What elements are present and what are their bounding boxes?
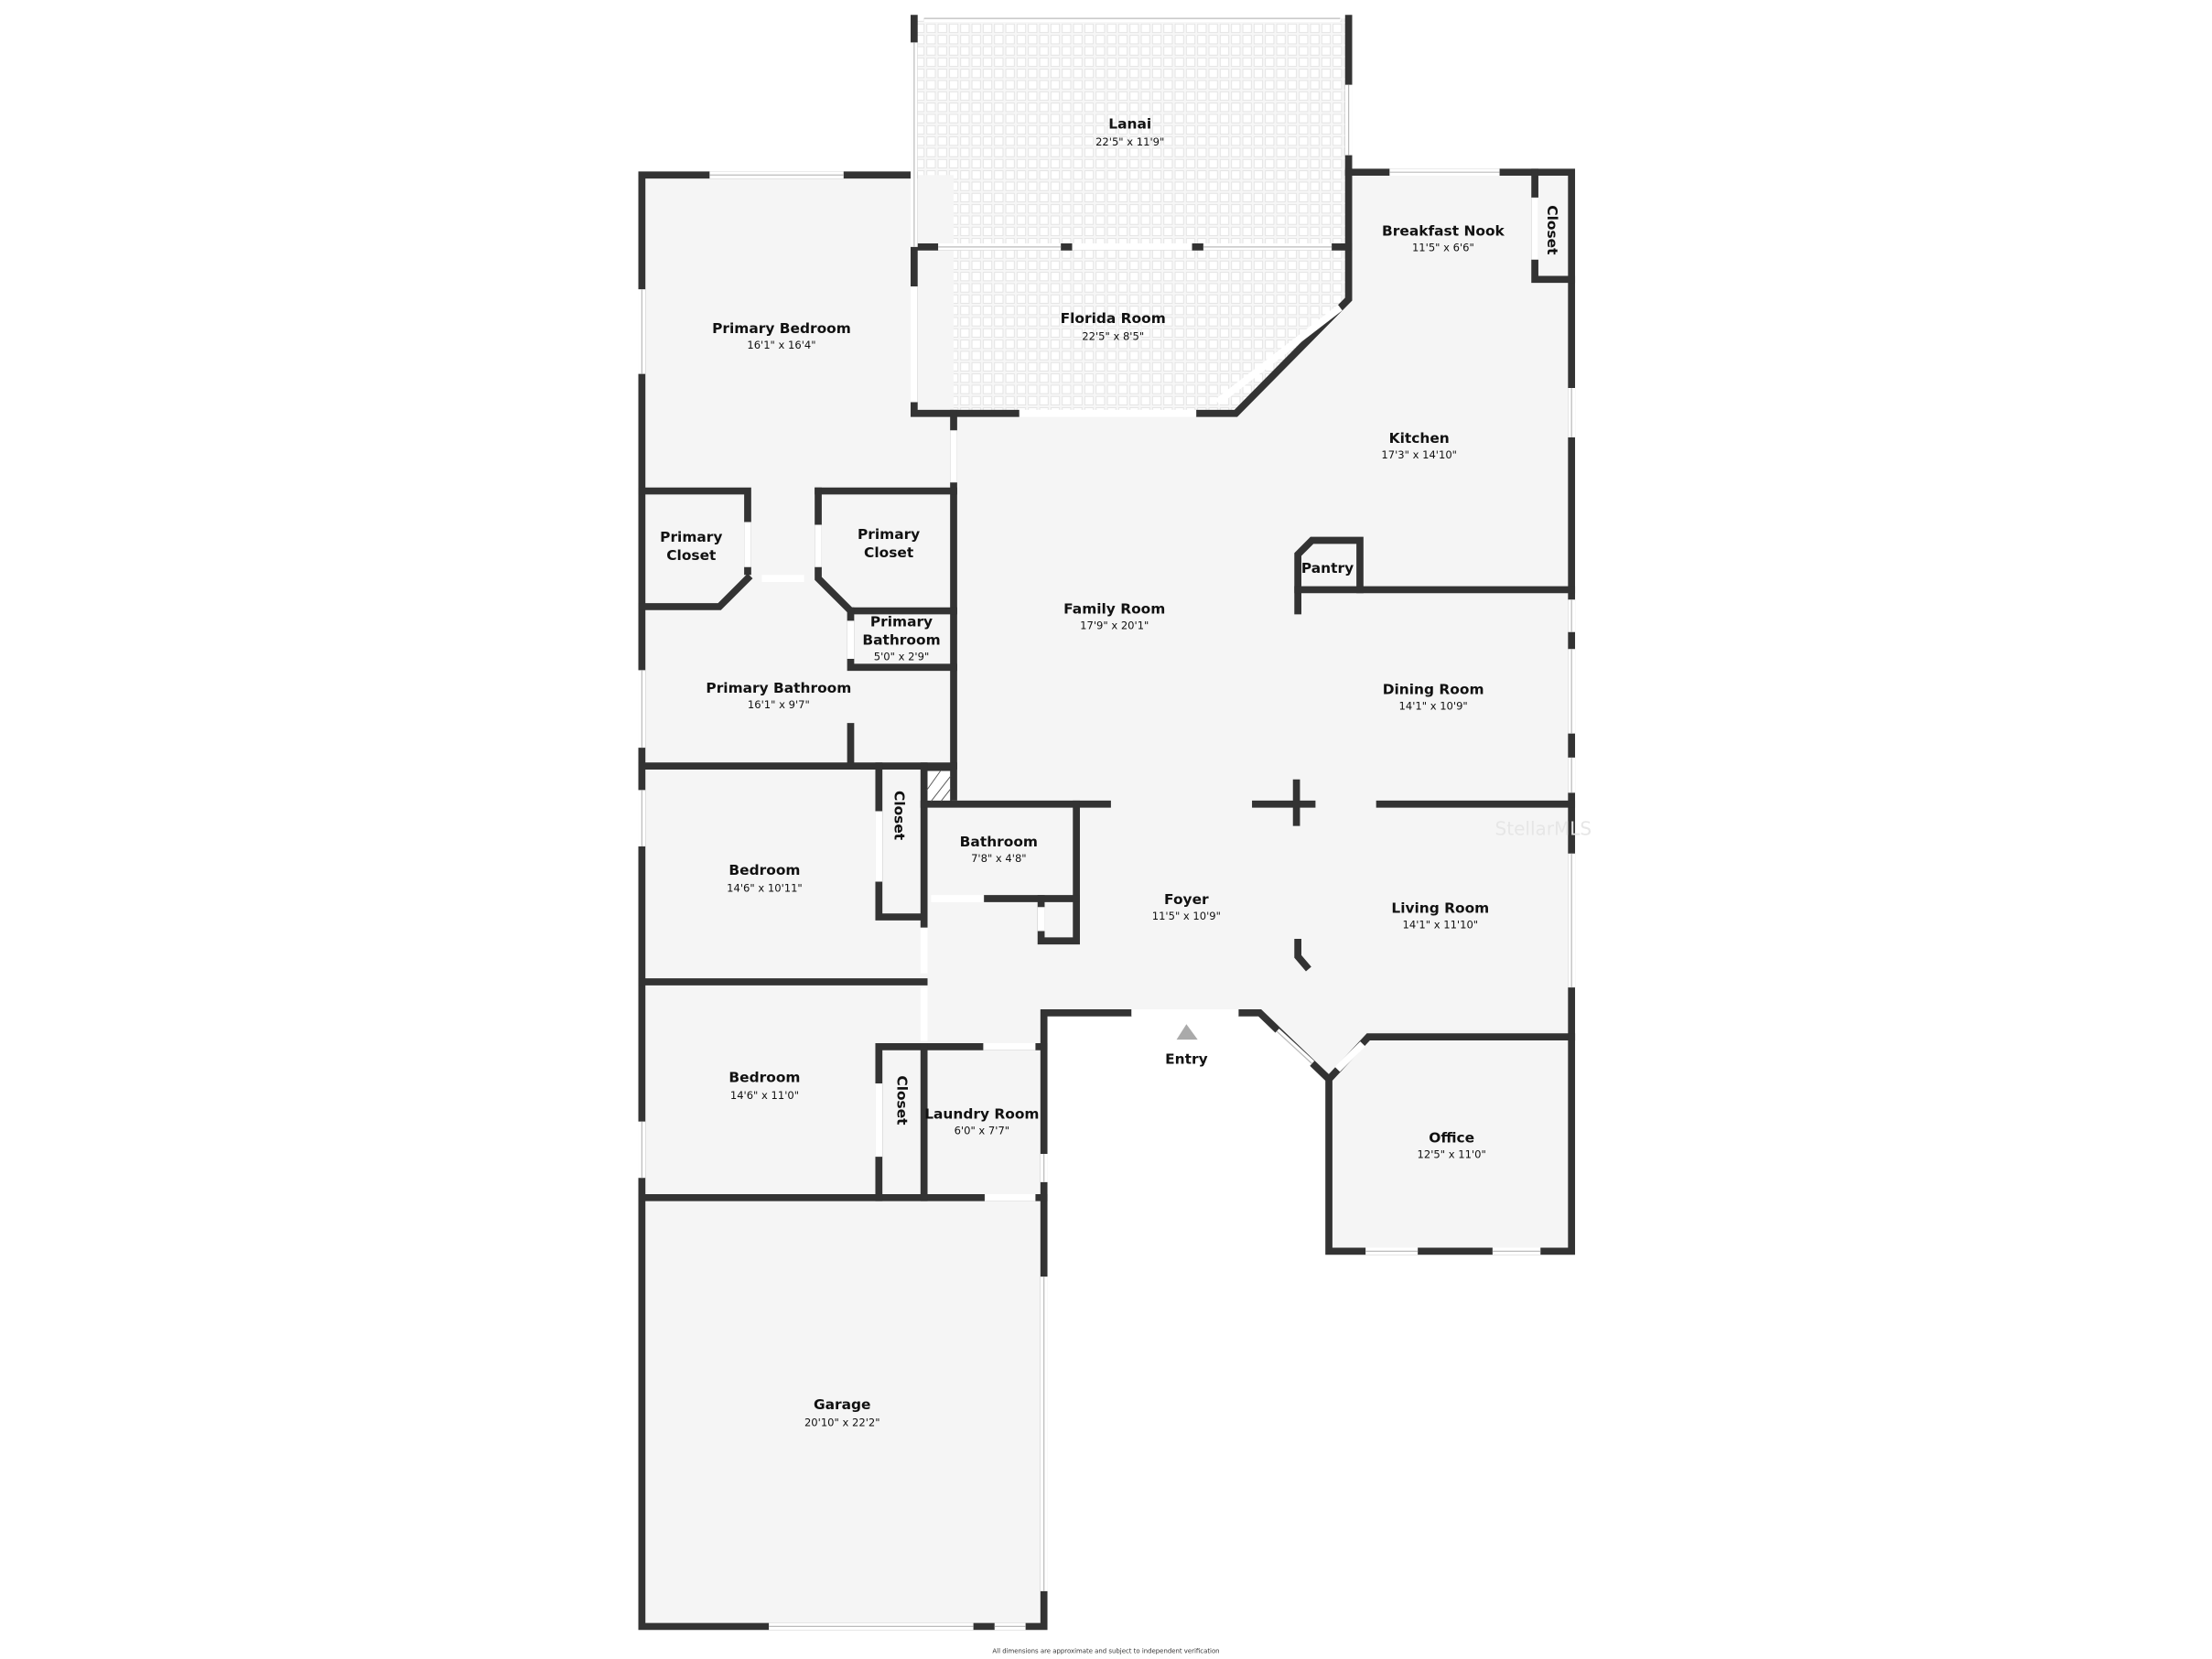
disclaimer: All dimensions are approximate and subje… [992,1648,1219,1655]
room-dims-primary-bathroom-small: 5'0" x 2'9" [874,651,930,663]
room-dims-primary-bedroom: 16'1" x 16'4" [747,339,815,351]
room-dims-bathroom: 7'8" x 4'8" [971,852,1027,865]
room-dims-breakfast-nook: 11'5" x 6'6" [1412,242,1474,254]
room-name-florida-room: Florida Room [1061,310,1166,327]
floor-fills [642,18,1572,1627]
room-name-laundry-room: Laundry Room [924,1105,1039,1122]
room-name-family-room: Family Room [1063,601,1165,618]
room-name-bedroom-2: Bedroom [728,1069,800,1085]
room-name-pantry: Pantry [1301,560,1354,576]
room-dims-laundry-room: 6'0" x 7'7" [955,1124,1010,1137]
room-dims-foyer: 11'5" x 10'9" [1152,910,1221,922]
room-name-primary-bedroom: Primary Bedroom [712,320,851,337]
room-dims-kitchen: 17'3" x 14'10" [1381,448,1457,461]
room-name-bedroom-1: Bedroom [728,862,800,878]
room-name-bathroom: Bathroom [960,834,1038,850]
room-name-foyer: Foyer [1164,891,1209,908]
room-labels: Lanai 22'5" x 11'9" Florida Room 22'5" x… [660,115,1560,1428]
room-name-lanai: Lanai [1108,115,1151,132]
room-name-kitchen: Kitchen [1389,430,1450,447]
room-name-bedroom-2-closet: Closet [893,1075,910,1126]
room-dims-lanai: 22'5" x 11'9" [1095,135,1164,148]
room-name-nook-closet: Closet [1544,205,1560,255]
room-name-office: Office [1429,1130,1474,1147]
room-dims-office: 12'5" x 11'0" [1418,1148,1486,1161]
room-name-garage: Garage [814,1396,871,1413]
room-dims-living-room: 14'1" x 11'10" [1403,918,1479,931]
room-dims-primary-bathroom: 16'1" x 9'7" [748,698,810,711]
room-name-dining-room: Dining Room [1383,682,1484,698]
room-dims-bedroom-2: 14'6" x 11'0" [730,1089,799,1102]
room-name-living-room: Living Room [1391,900,1489,916]
entry-arrow-icon [1176,1024,1198,1040]
room-name-bedroom-1-closet: Closet [890,791,907,841]
openings [638,15,1576,1631]
room-dims-bedroom-1: 14'6" x 10'11" [727,881,803,894]
chase-hatch [925,769,952,803]
room-dims-dining-room: 14'1" x 10'9" [1399,699,1468,712]
room-dims-florida-room: 22'5" x 8'5" [1082,330,1144,343]
room-name-primary-bathroom: Primary Bathroom [706,680,851,696]
room-name-breakfast-nook: Breakfast Nook [1382,223,1505,240]
room-dims-garage: 20'10" x 22'2" [804,1417,880,1429]
room-dims-family-room: 17'9" x 20'1" [1080,619,1149,632]
entry-label: Entry [1165,1050,1208,1067]
watermark: StellarMLS [1495,818,1592,840]
